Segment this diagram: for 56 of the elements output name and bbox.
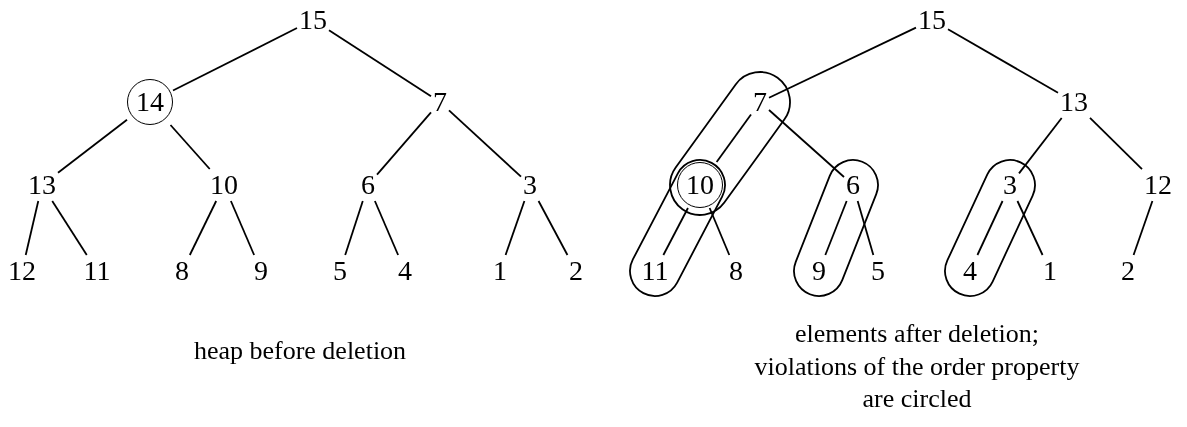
tree-edge xyxy=(708,207,731,256)
key-value: 4 xyxy=(396,255,414,287)
tree-edge xyxy=(169,124,211,170)
key-value: 5 xyxy=(331,255,349,287)
tree-edge xyxy=(328,29,432,98)
key-value: 7 xyxy=(751,86,769,118)
tree-edge xyxy=(715,113,752,163)
tree-edge xyxy=(1016,200,1044,256)
tree-edge xyxy=(947,28,1059,94)
tree-edge xyxy=(1132,200,1154,256)
key-value: 3 xyxy=(1001,169,1019,201)
key-value: 15 xyxy=(297,4,329,36)
tree-edge xyxy=(1089,116,1143,171)
tree-edge xyxy=(172,27,298,92)
key-value: 7 xyxy=(431,86,449,118)
tree-edge xyxy=(976,200,1004,256)
key-value: 4 xyxy=(961,255,979,287)
caption-text: elements after deletion; violations of the order property are circled xyxy=(753,318,1081,415)
key-value: 2 xyxy=(567,255,585,287)
key-value: 11 xyxy=(639,255,671,287)
key-value: 9 xyxy=(252,255,270,287)
key-value: 1 xyxy=(1041,255,1059,287)
tree-edge xyxy=(24,200,40,256)
key-value: 10 xyxy=(208,169,240,201)
key-value: 6 xyxy=(359,169,377,201)
key-value: 8 xyxy=(727,255,745,287)
tree-edge xyxy=(188,200,218,256)
tree-edge xyxy=(537,200,569,256)
key-value: 5 xyxy=(869,255,887,287)
key-value: 11 xyxy=(81,255,113,287)
tree-edge xyxy=(51,200,88,256)
tree-edge xyxy=(662,207,689,256)
tree-edge xyxy=(374,200,399,256)
tree-edge xyxy=(448,109,522,178)
tree-edge xyxy=(344,200,364,256)
key-value: 2 xyxy=(1119,255,1137,287)
key-value: 13 xyxy=(1058,86,1090,118)
tree-edge xyxy=(230,200,255,256)
key-value: 15 xyxy=(916,4,948,36)
key-value: 8 xyxy=(173,255,191,287)
key-value: 1 xyxy=(491,255,509,287)
key-value: 13 xyxy=(26,169,58,201)
key-value: 12 xyxy=(6,255,38,287)
tree-edge xyxy=(504,200,526,256)
tree-edge xyxy=(768,26,917,99)
key-value: 3 xyxy=(521,169,539,201)
key-value: 9 xyxy=(810,255,828,287)
tree-edge xyxy=(768,109,845,178)
tree-edge xyxy=(856,200,875,256)
tree-edge xyxy=(824,200,848,256)
tree-edge xyxy=(57,118,128,174)
key-value: 6 xyxy=(844,169,862,201)
key-value: 12 xyxy=(1142,169,1174,201)
tree-edge xyxy=(1018,117,1063,175)
caption-text: heap before deletion xyxy=(192,335,408,367)
tree-edge xyxy=(376,111,432,176)
